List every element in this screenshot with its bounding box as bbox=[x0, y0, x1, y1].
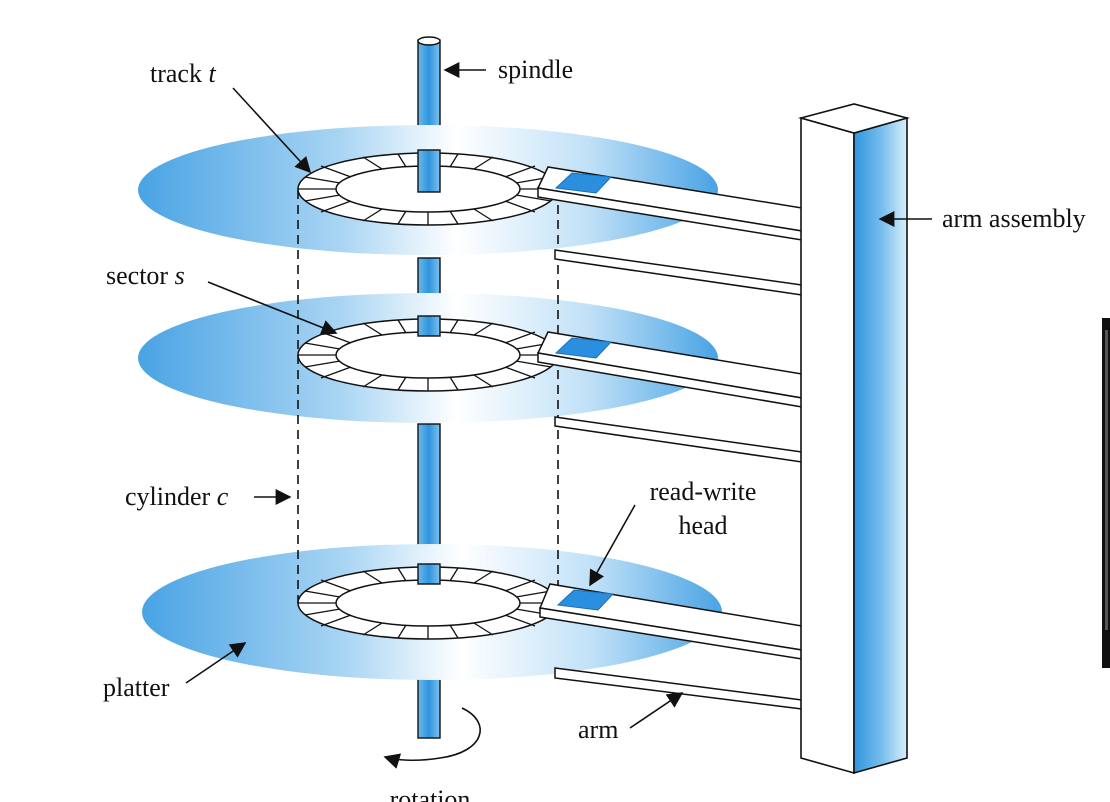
rotation-arrow bbox=[383, 707, 481, 769]
label-rotation: rotation bbox=[390, 785, 471, 802]
svg-text:head: head bbox=[678, 511, 727, 540]
label-platter: platter bbox=[103, 642, 247, 702]
svg-text:arm: arm bbox=[578, 715, 618, 744]
label-arm: arm bbox=[578, 692, 684, 744]
label-cylinder: cylinder c bbox=[125, 482, 292, 511]
svg-text:spindle: spindle bbox=[498, 55, 573, 84]
svg-text:rotation: rotation bbox=[390, 785, 471, 802]
arm-assembly bbox=[797, 103, 911, 775]
svg-text:cylinder c: cylinder c bbox=[125, 482, 229, 511]
label-track: track t bbox=[150, 59, 312, 174]
svg-text:arm assembly: arm assembly bbox=[942, 204, 1086, 233]
svg-text:platter: platter bbox=[103, 673, 170, 702]
svg-text:track t: track t bbox=[150, 59, 216, 88]
label-arm-assembly: arm assembly bbox=[878, 204, 1086, 233]
label-read-write-head: read-write head bbox=[589, 477, 757, 587]
platter-middle bbox=[138, 293, 718, 423]
label-sector: sector s bbox=[106, 261, 338, 336]
svg-text:read-write: read-write bbox=[650, 477, 757, 506]
photo-fragment bbox=[1102, 318, 1110, 668]
svg-text:sector s: sector s bbox=[106, 261, 185, 290]
read-write-heads bbox=[554, 172, 615, 611]
label-spindle: spindle bbox=[443, 55, 573, 84]
